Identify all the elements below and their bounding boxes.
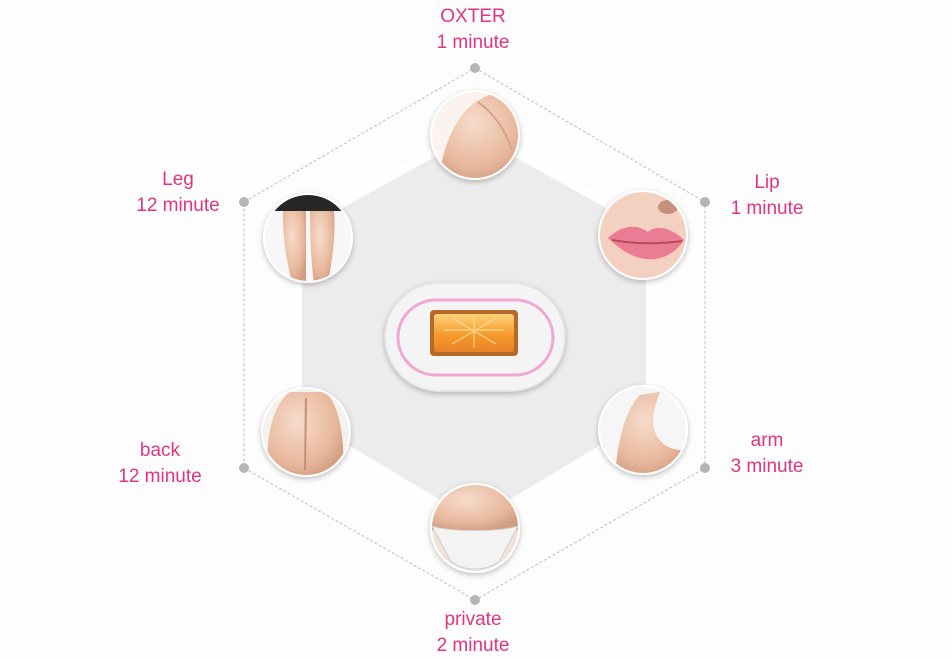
area-time: 1 minute: [436, 32, 510, 53]
area-time: 2 minute: [436, 635, 510, 656]
label-private: private 2 minute: [403, 607, 543, 659]
label-leg: Leg 12 minute: [108, 167, 248, 219]
area-name: Lip: [754, 172, 780, 193]
label-arm: arm 3 minute: [697, 428, 837, 480]
node-lip: [700, 197, 710, 207]
bikini-photo-icon: [430, 483, 520, 573]
node-back: [239, 463, 249, 473]
area-name: private: [444, 609, 502, 630]
node-oxter: [470, 63, 480, 73]
area-name: arm: [750, 430, 784, 451]
back-photo-icon: [261, 387, 351, 477]
armpit-photo-icon: [430, 90, 520, 180]
legs-photo-icon: [263, 193, 353, 283]
area-time: 12 minute: [136, 195, 220, 216]
node-leg: [239, 197, 249, 207]
arm-photo-icon: [598, 385, 688, 475]
area-time: 12 minute: [118, 466, 202, 487]
ipl-device-icon: [384, 282, 566, 392]
area-name: OXTER: [440, 6, 506, 27]
area-time: 1 minute: [730, 198, 804, 219]
lips-photo-icon: [598, 190, 688, 280]
area-name: back: [139, 440, 181, 461]
area-name: Leg: [162, 169, 194, 190]
node-arm: [700, 463, 710, 473]
label-back: back 12 minute: [90, 438, 230, 490]
area-time: 3 minute: [730, 456, 804, 477]
label-lip: Lip 1 minute: [697, 170, 837, 222]
node-private: [470, 595, 480, 605]
label-oxter: OXTER 1 minute: [403, 4, 543, 56]
